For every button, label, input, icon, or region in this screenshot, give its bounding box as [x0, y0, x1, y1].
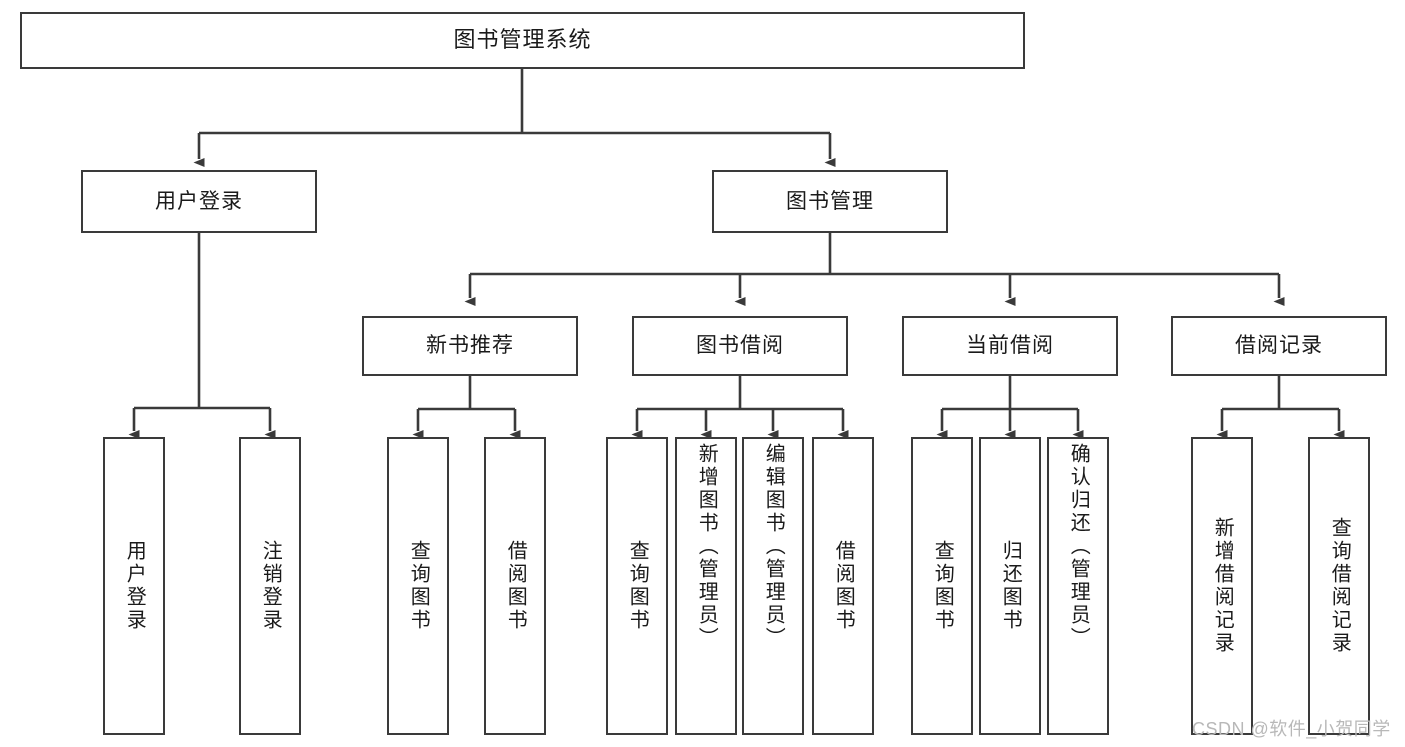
leaf-label: 查询借阅记录 — [1328, 517, 1351, 655]
leaf-label: 新增借阅记录 — [1211, 517, 1234, 655]
leaf-label: 注销登录 — [259, 540, 282, 632]
node-label: 用户登录 — [155, 189, 243, 213]
leaf-borrow-book-borrow[interactable]: 借阅图书 — [812, 437, 874, 735]
leaf-label: 新增图书（管理员） — [695, 443, 718, 650]
leaf-query-borrow-record[interactable]: 查询借阅记录 — [1308, 437, 1370, 735]
leaf-label: 查询图书 — [407, 540, 430, 632]
leaf-label: 归还图书 — [999, 540, 1022, 632]
leaf-label: 借阅图书 — [504, 540, 527, 632]
leaf-confirm-return-admin[interactable]: 确认归还（管理员） — [1047, 437, 1109, 735]
node-label: 借阅记录 — [1235, 334, 1323, 358]
leaf-add-borrow-record[interactable]: 新增借阅记录 — [1191, 437, 1253, 735]
leaf-label: 查询图书 — [931, 540, 954, 632]
leaf-query-book-recommend[interactable]: 查询图书 — [387, 437, 449, 735]
node-label: 新书推荐 — [426, 334, 514, 358]
leaf-label: 借阅图书 — [832, 540, 855, 632]
leaf-query-book-current[interactable]: 查询图书 — [911, 437, 973, 735]
leaf-user-logout[interactable]: 注销登录 — [239, 437, 301, 735]
node-root-library-system[interactable]: 图书管理系统 — [20, 12, 1025, 69]
node-borrow-record[interactable]: 借阅记录 — [1171, 316, 1387, 376]
node-label: 图书管理系统 — [453, 27, 592, 53]
leaf-label: 用户登录 — [123, 540, 146, 632]
node-new-book-recommend[interactable]: 新书推荐 — [362, 316, 578, 376]
leaf-borrow-book-recommend[interactable]: 借阅图书 — [484, 437, 546, 735]
node-user-login[interactable]: 用户登录 — [81, 170, 317, 233]
leaf-label: 确认归还（管理员） — [1067, 443, 1090, 650]
node-book-management[interactable]: 图书管理 — [712, 170, 948, 233]
leaf-add-book-admin[interactable]: 新增图书（管理员） — [675, 437, 737, 735]
node-current-borrow[interactable]: 当前借阅 — [902, 316, 1118, 376]
leaf-return-book[interactable]: 归还图书 — [979, 437, 1041, 735]
leaf-query-book-borrow[interactable]: 查询图书 — [606, 437, 668, 735]
node-label: 图书管理 — [786, 189, 874, 213]
watermark-text: CSDN @软件_小贺同学 — [1192, 719, 1391, 739]
node-label: 图书借阅 — [696, 334, 784, 358]
node-label: 当前借阅 — [966, 334, 1054, 358]
leaf-label: 查询图书 — [626, 540, 649, 632]
leaf-edit-book-admin[interactable]: 编辑图书（管理员） — [742, 437, 804, 735]
leaf-label: 编辑图书（管理员） — [762, 443, 785, 650]
node-book-borrow[interactable]: 图书借阅 — [632, 316, 848, 376]
leaf-user-login[interactable]: 用户登录 — [103, 437, 165, 735]
